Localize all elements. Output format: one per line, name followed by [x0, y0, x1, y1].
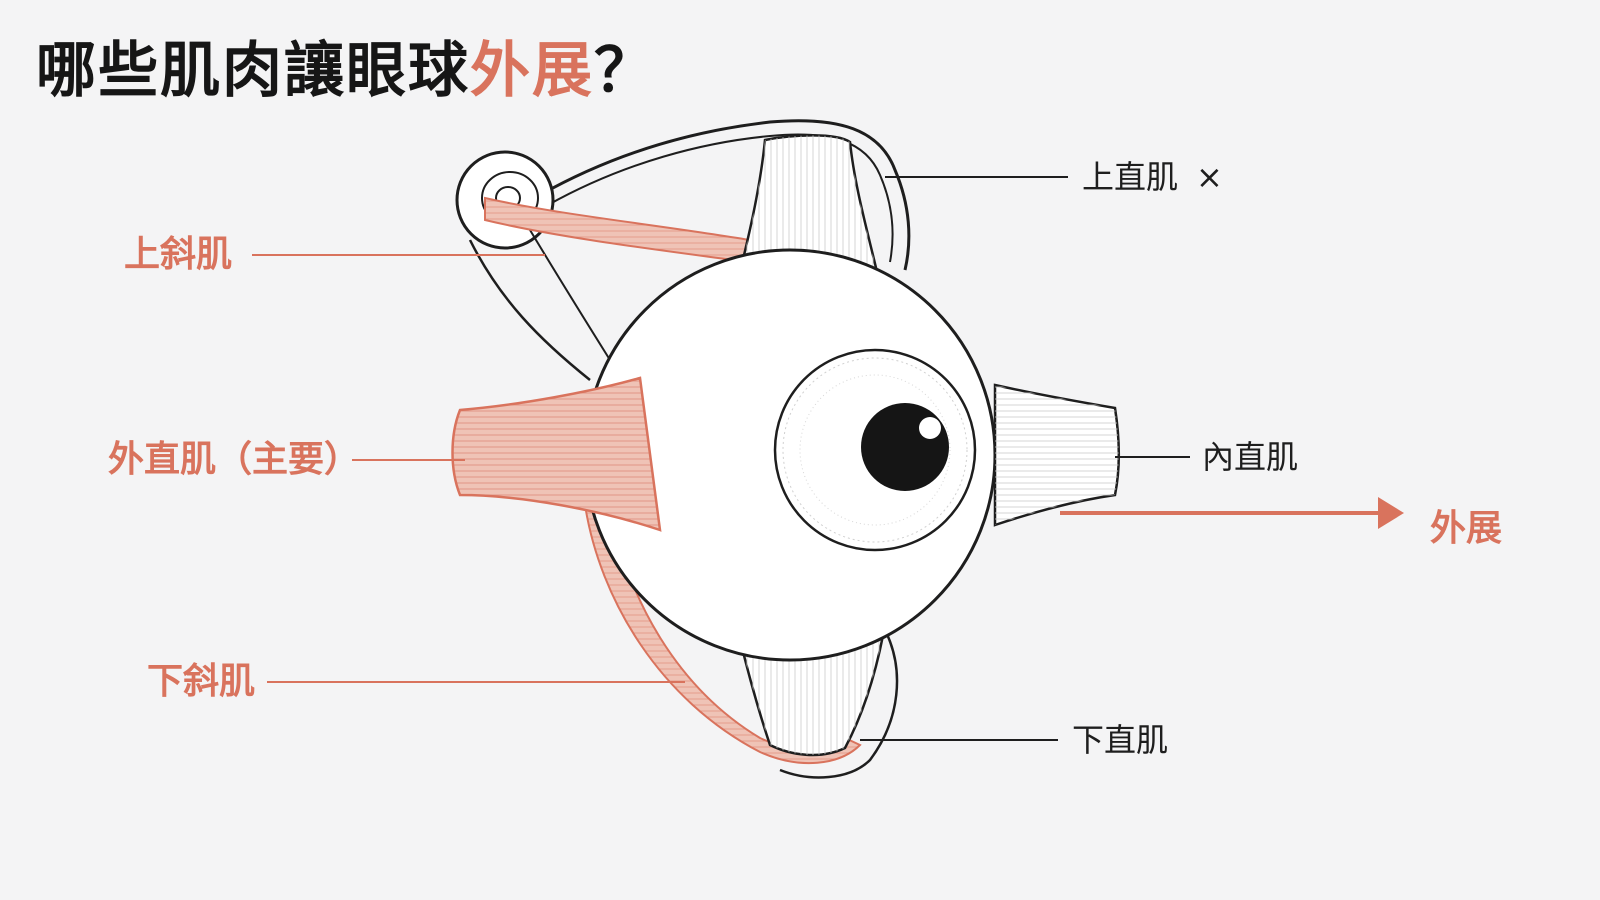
trochlea-ring — [455, 150, 555, 250]
title-suffix: ？ — [594, 36, 656, 106]
label-medial-rectus: 內直肌 — [1202, 438, 1299, 476]
superior-muscle-outline — [539, 119, 911, 271]
label-superior-rectus-text: 上直肌 — [1082, 158, 1179, 196]
label-inferior-rectus: 下直肌 — [1072, 721, 1169, 759]
label-superior-oblique: 上斜肌 — [124, 234, 233, 275]
pupil — [861, 403, 949, 491]
label-inferior-oblique: 下斜肌 — [147, 661, 256, 702]
title-prefix: 哪些肌肉讓眼球 — [36, 36, 470, 106]
pupil-highlight — [919, 417, 941, 439]
label-superior-rectus: 上直肌 × — [1082, 161, 1223, 193]
abduction-arrow-head — [1378, 497, 1404, 529]
label-abduction: 外展 — [1430, 508, 1503, 549]
label-lateral-rectus: 外直肌（主要） — [108, 439, 361, 480]
page-title: 哪些肌肉讓眼球外展？ — [36, 22, 656, 109]
superior-rectus-cross-mark: × — [1196, 158, 1223, 196]
title-highlight: 外展 — [470, 36, 594, 106]
